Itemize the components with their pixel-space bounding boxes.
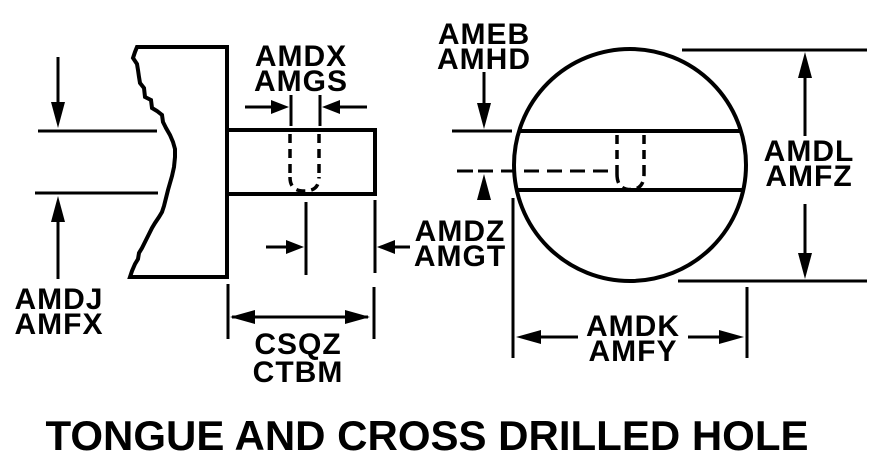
dim-code-amfy: AMFY	[588, 335, 678, 368]
arrowhead-down	[798, 253, 812, 279]
label-amdl-amfz: AMDL AMFZ	[757, 135, 861, 193]
label-amdj-amfx: AMDJ AMFX	[8, 283, 110, 341]
dim-code-amfx: AMFX	[14, 308, 104, 341]
arrowhead-left	[516, 330, 541, 344]
label-amdx-amgs: AMDX AMGS	[236, 40, 366, 98]
dim-code-ctbm: CTBM	[252, 356, 344, 389]
dim-amdk-amfy	[511, 198, 749, 358]
arrowhead-right	[286, 240, 304, 254]
arrowhead-up	[51, 196, 65, 222]
dim-amdz-amgt	[266, 200, 410, 275]
dim-ameb-amhd	[452, 72, 512, 173]
arrowhead-right	[271, 100, 289, 114]
side-view-body-outline	[127, 45, 229, 279]
dim-code-ameb: AMEB	[437, 18, 531, 51]
dim-amdj-amfx	[35, 57, 158, 279]
arrowhead-down	[51, 102, 65, 128]
arrowhead-left	[322, 100, 340, 114]
end-view	[452, 47, 867, 358]
arrowhead-left	[230, 310, 255, 324]
drilled-hole-hidden-end	[615, 135, 646, 192]
side-view	[35, 45, 410, 339]
dim-code-amgt: AMGT	[413, 240, 507, 273]
drilled-hole-hidden-side	[288, 134, 321, 193]
dim-code-amdk: AMDK	[586, 310, 680, 343]
dim-code-amdx: AMDX	[254, 40, 348, 73]
label-csqz-ctbm: CSQZ CTBM	[242, 328, 354, 389]
arrowhead-right	[345, 310, 370, 324]
dim-code-amdj: AMDJ	[14, 283, 104, 316]
arrowhead-down	[477, 103, 491, 129]
arrowhead-up	[477, 174, 491, 200]
arrowhead-left	[377, 240, 395, 254]
figure-title: TONGUE AND CROSS DRILLED HOLE	[45, 412, 809, 459]
label-amdk-amfy: AMDK AMFY	[578, 310, 688, 368]
dim-code-amdl: AMDL	[763, 135, 855, 168]
label-amdz-amgt: AMDZ AMGT	[407, 215, 513, 273]
label-ameb-amhd: AMEB AMHD	[432, 18, 536, 76]
arrowhead-up	[798, 52, 812, 78]
dim-code-amgs: AMGS	[254, 65, 348, 98]
dim-code-amdz: AMDZ	[414, 215, 506, 248]
dim-amdx-amgs	[245, 95, 367, 126]
dim-amdl-amfz	[678, 48, 867, 283]
dim-code-csqz: CSQZ	[254, 328, 342, 361]
dim-code-amhd: AMHD	[437, 43, 531, 76]
dim-code-amfz: AMFZ	[765, 160, 853, 193]
shaft-end-circle	[512, 47, 748, 283]
arrowhead-right	[719, 330, 744, 344]
tongue-outline	[225, 128, 377, 196]
